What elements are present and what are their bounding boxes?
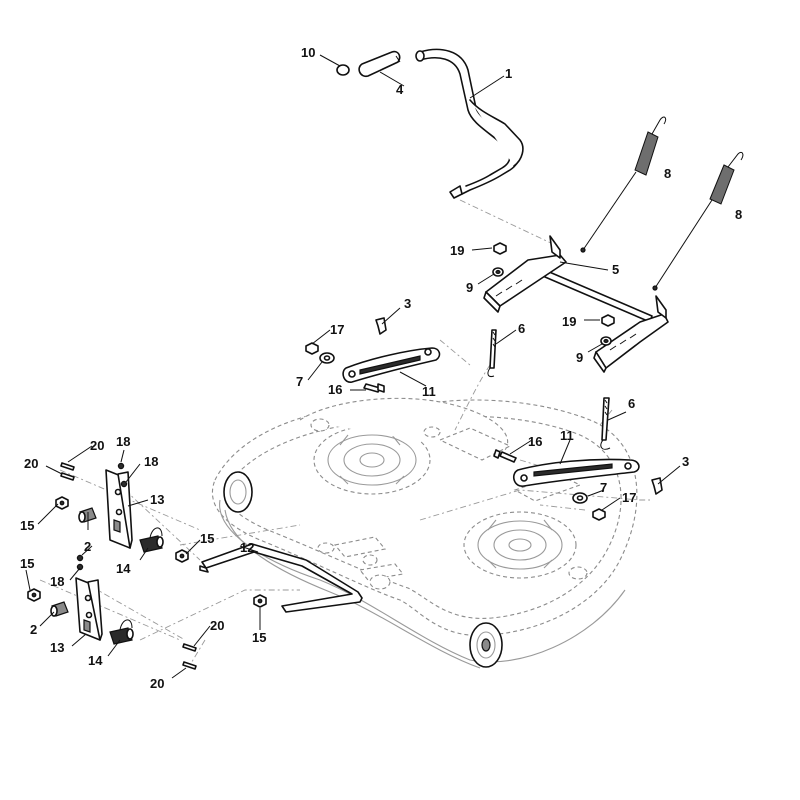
callout-15: 15 xyxy=(200,531,214,546)
deck-wheel-left xyxy=(223,471,253,513)
callout-16: 16 xyxy=(528,434,542,449)
nut-15a xyxy=(55,496,69,510)
callout-11: 11 xyxy=(422,384,436,399)
height-adjust-handle xyxy=(415,48,524,199)
pin-18c xyxy=(76,554,84,562)
callout-4: 4 xyxy=(396,82,404,97)
pin-18b xyxy=(120,480,128,488)
nut-19a xyxy=(493,242,507,255)
callout-1: 1 xyxy=(505,66,512,81)
deck-hanger-left xyxy=(342,347,441,383)
pin-18d xyxy=(76,563,84,571)
link-rod-left xyxy=(487,329,497,377)
side-bracket-upper xyxy=(105,469,133,549)
spacer-2b xyxy=(50,601,69,617)
lift-spring-right xyxy=(652,151,744,291)
washer-7b xyxy=(572,492,588,504)
callout-19: 19 xyxy=(562,314,576,329)
callout-5: 5 xyxy=(612,262,619,277)
callout-3: 3 xyxy=(682,454,689,469)
washer-7a xyxy=(319,352,335,364)
callout-16: 16 xyxy=(328,382,342,397)
link-rod-right xyxy=(600,397,611,450)
handle-grip xyxy=(358,50,401,78)
clip-left xyxy=(375,317,387,335)
callout-15: 15 xyxy=(20,518,34,533)
deck-hanger-right xyxy=(512,458,640,487)
screw-20c xyxy=(182,643,197,652)
callout-18: 18 xyxy=(50,574,64,589)
callout-18: 18 xyxy=(144,454,158,469)
callout-20: 20 xyxy=(90,438,104,453)
callout-13: 13 xyxy=(50,640,64,655)
callout-20: 20 xyxy=(210,618,224,633)
callout-7: 7 xyxy=(296,374,303,389)
callout-9: 9 xyxy=(576,350,583,365)
mower-deck xyxy=(211,397,638,669)
callout-10: 10 xyxy=(301,45,315,60)
clip-right xyxy=(651,477,663,495)
handle-end-cap xyxy=(336,64,350,76)
nut-15b xyxy=(27,588,41,602)
connecting-rod xyxy=(199,543,363,613)
nut-17a xyxy=(305,342,319,355)
callout-19: 19 xyxy=(450,243,464,258)
right-spindle xyxy=(463,511,577,579)
callout-6: 6 xyxy=(518,321,525,336)
lift-spring-left xyxy=(580,116,667,253)
callout-13: 13 xyxy=(150,492,164,507)
callout-6: 6 xyxy=(628,396,635,411)
callout-labels: 1 2 2 3 3 4 5 6 6 7 7 8 8 9 9 10 11 11 1… xyxy=(20,45,742,691)
callout-12: 12 xyxy=(240,540,254,555)
callout-8: 8 xyxy=(664,166,671,181)
washer-9a xyxy=(492,267,504,277)
bolt-16b xyxy=(493,449,517,463)
callout-20: 20 xyxy=(150,676,164,691)
pin-18a xyxy=(117,462,125,470)
callout-20: 20 xyxy=(24,456,38,471)
callout-15: 15 xyxy=(20,556,34,571)
spring-clip-14b xyxy=(109,619,134,645)
callout-2: 2 xyxy=(84,539,91,554)
callout-17: 17 xyxy=(330,322,344,337)
screw-20d xyxy=(182,661,197,670)
callout-9: 9 xyxy=(466,280,473,295)
screw-20a xyxy=(60,462,75,471)
leader-lines xyxy=(25,54,681,679)
callout-2: 2 xyxy=(30,622,37,637)
nut-15c xyxy=(175,549,189,563)
callout-18: 18 xyxy=(116,434,130,449)
callout-17: 17 xyxy=(622,490,636,505)
callout-11: 11 xyxy=(560,428,574,443)
left-spindle xyxy=(313,425,431,495)
callout-7: 7 xyxy=(600,480,607,495)
callout-8: 8 xyxy=(735,207,742,222)
callout-3: 3 xyxy=(404,296,411,311)
lift-axle-assembly xyxy=(483,235,669,373)
spring-clip-14a xyxy=(139,527,164,553)
screw-20b xyxy=(60,472,75,481)
callout-14: 14 xyxy=(116,561,131,576)
callout-15: 15 xyxy=(252,630,266,645)
side-bracket-lower xyxy=(75,577,103,641)
nut-17b xyxy=(592,508,606,521)
nut-19b xyxy=(601,314,615,327)
callout-14: 14 xyxy=(88,653,103,668)
washer-9b xyxy=(600,336,612,346)
deck-wheel-right xyxy=(469,622,503,668)
bolt-16a xyxy=(363,383,385,393)
nut-15d xyxy=(253,594,267,608)
